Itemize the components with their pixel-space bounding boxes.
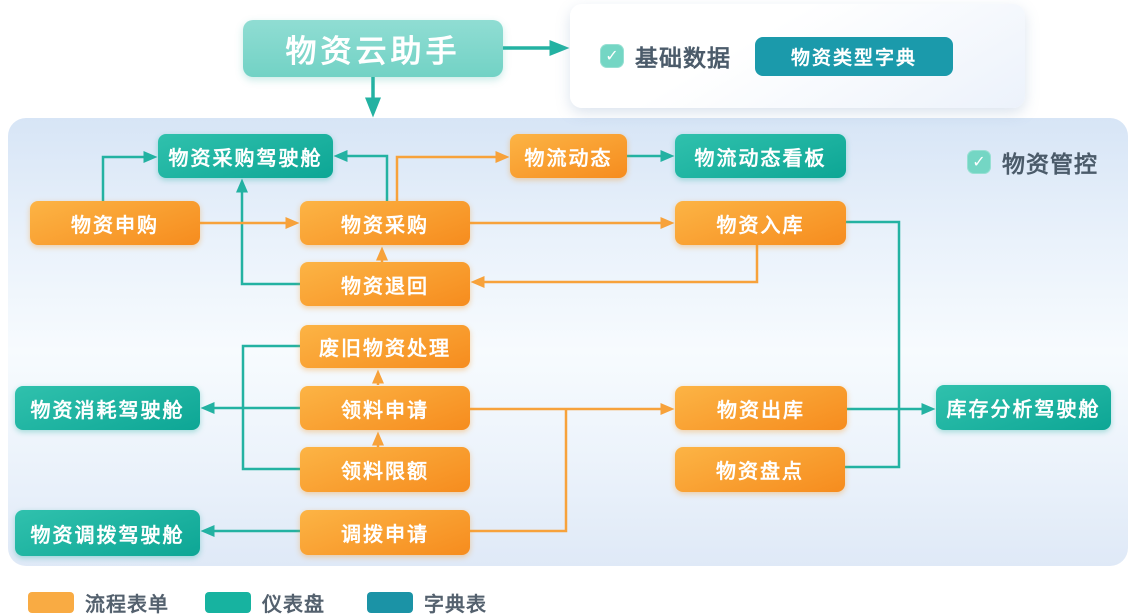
material-control-group: ✓ 物资管控	[967, 145, 1098, 179]
node-kucun-fenxi-jiashicang[interactable]: 库存分析驾驶舱	[936, 385, 1111, 430]
node-wuzi-xiaohao-jiashicang[interactable]: 物资消耗驾驶舱	[15, 386, 200, 430]
legend-swatch-dictionary	[367, 592, 413, 613]
legend-swatch-dashboard	[205, 592, 251, 613]
legend-label: 仪表盘	[262, 594, 325, 614]
legend-swatch-process-form	[28, 592, 74, 613]
node-feijiu-wuzi-chuli[interactable]: 废旧物资处理	[300, 325, 470, 368]
material-type-dictionary-button[interactable]: 物资类型字典	[755, 36, 953, 76]
node-lingliao-xiane[interactable]: 领料限额	[300, 447, 470, 492]
node-wuzi-caigou-jiashicang[interactable]: 物资采购驾驶舱	[158, 134, 333, 178]
legend-label: 字典表	[424, 594, 487, 614]
legend-item-dashboard: 仪表盘	[205, 588, 325, 614]
node-wuliu-dongtai-kanban[interactable]: 物流动态看板	[675, 134, 846, 178]
material-control-checkbox[interactable]: ✓	[967, 150, 991, 174]
node-wuzi-diaobo-jiashicang[interactable]: 物资调拨驾驶舱	[15, 510, 200, 556]
material-control-panel	[8, 118, 1128, 566]
node-wuzi-ruku[interactable]: 物资入库	[675, 201, 846, 245]
material-control-label: 物资管控	[1002, 151, 1098, 177]
app-title: 物资云助手	[243, 20, 503, 77]
legend: 流程表单 仪表盘 字典表	[0, 588, 1136, 614]
node-lingliao-shenqing[interactable]: 领料申请	[300, 386, 470, 430]
node-diaobo-shenqing[interactable]: 调拨申请	[300, 510, 470, 555]
legend-label: 流程表单	[85, 594, 169, 614]
node-wuzi-caigou[interactable]: 物资采购	[300, 201, 470, 245]
node-wuzi-pandian[interactable]: 物资盘点	[675, 447, 845, 492]
node-wuzi-chuku[interactable]: 物资出库	[675, 386, 847, 430]
base-data-label: 基础数据	[635, 45, 731, 71]
checkmark-icon: ✓	[605, 48, 619, 65]
base-data-checkbox[interactable]: ✓	[600, 44, 624, 68]
base-data-card: ✓ 基础数据 物资类型字典	[570, 4, 1025, 108]
node-wuzi-shengou[interactable]: 物资申购	[30, 201, 200, 245]
legend-item-dictionary: 字典表	[367, 588, 487, 614]
checkmark-icon: ✓	[972, 154, 986, 171]
legend-item-process-form: 流程表单	[28, 588, 169, 614]
node-wuliu-dongtai[interactable]: 物流动态	[510, 134, 627, 178]
node-wuzi-tuihui[interactable]: 物资退回	[300, 262, 470, 306]
